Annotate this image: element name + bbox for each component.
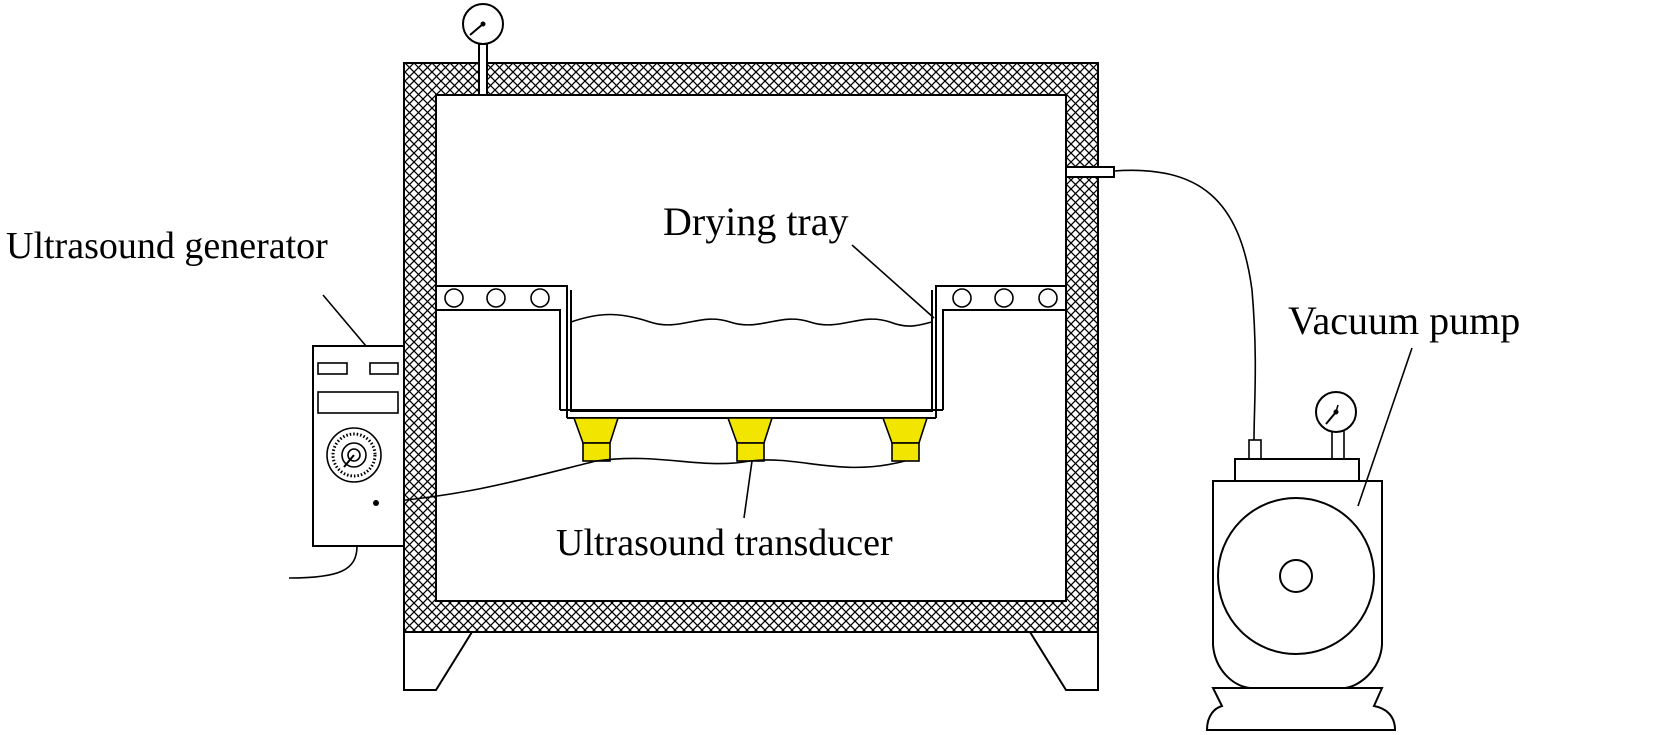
ultrasound-generator <box>288 345 405 579</box>
transducer <box>572 417 620 462</box>
label-vacuum-pump: Vacuum pump <box>1288 298 1520 343</box>
pump-shaft <box>1279 559 1313 593</box>
chamber-pressure-gauge-icon <box>462 3 504 96</box>
vacuum-pump <box>1113 169 1397 731</box>
label-ultrasound-generator: Ultrasound generator <box>6 225 328 267</box>
generator-display <box>317 391 399 414</box>
generator-indicator <box>317 362 348 375</box>
chamber-leg-left <box>403 631 473 691</box>
roller-icon <box>444 288 550 308</box>
shelf-right <box>935 285 1066 418</box>
pump-motor-housing <box>1217 497 1375 655</box>
label-ultrasound-transducer: Ultrasound transducer <box>556 522 893 564</box>
transducer <box>726 417 774 462</box>
dial-knob-icon <box>326 427 382 483</box>
chamber-leg-right <box>1029 631 1099 691</box>
shelf-left <box>436 285 568 418</box>
vacuum-hose <box>1113 169 1257 441</box>
generator-indicator <box>369 362 399 375</box>
tray-support <box>436 285 1066 418</box>
transducer-cable <box>375 457 906 504</box>
pump-pressure-gauge-icon <box>1315 391 1357 460</box>
ultrasound-transducers <box>375 417 929 504</box>
label-drying-tray: Drying tray <box>663 199 849 244</box>
transducer <box>881 417 929 462</box>
leader-lines <box>322 244 1413 519</box>
drying-tray <box>560 290 943 419</box>
pump-base <box>1205 687 1397 731</box>
liquid-surface <box>570 313 933 327</box>
vacuum-port <box>1065 166 1115 178</box>
roller-icon <box>952 288 1058 308</box>
drying-chamber <box>403 3 1115 691</box>
generator-power-cord <box>288 545 358 579</box>
